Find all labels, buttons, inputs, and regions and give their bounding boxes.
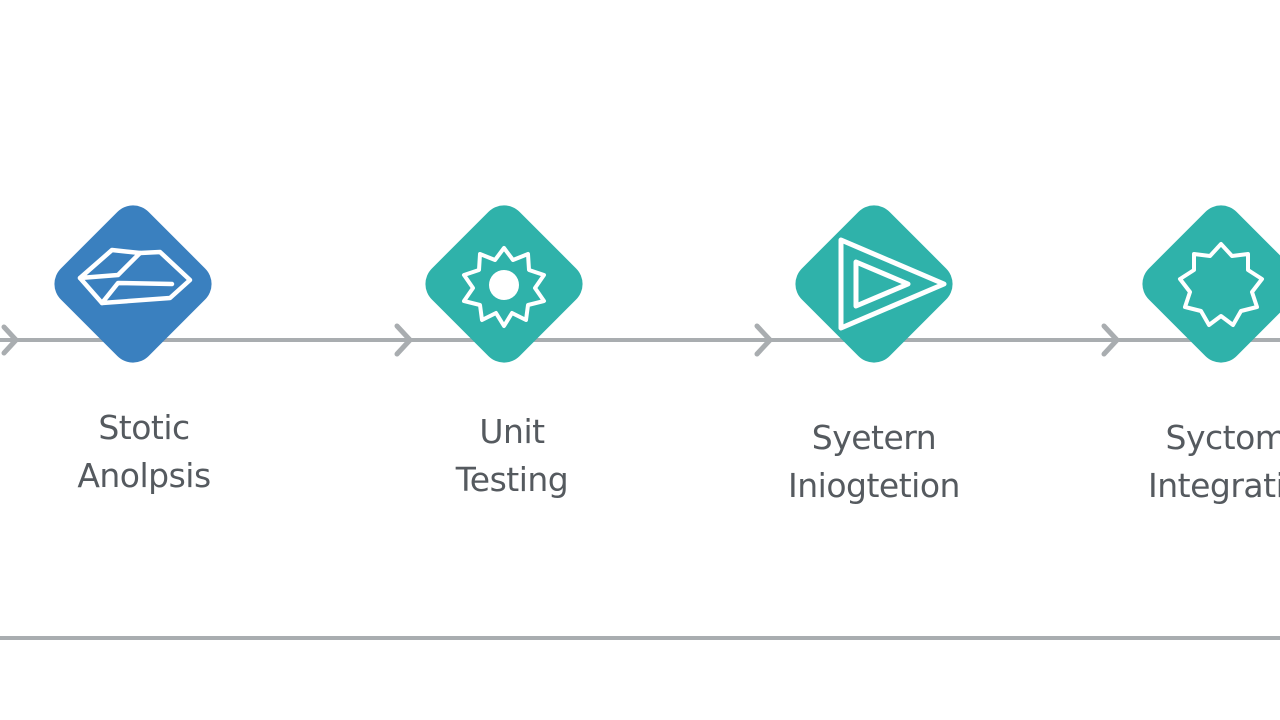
step-3-label-line1: Syetern: [811, 418, 937, 457]
step-1-label-line1: Stotic: [98, 408, 190, 447]
step-1-label-line2: Anolpsis: [77, 456, 211, 495]
arrowhead-1: [1, 324, 19, 356]
arrowhead-4: [1101, 323, 1120, 357]
arrowhead-2: [394, 323, 413, 357]
step-3-node: [795, 205, 953, 363]
step-4-label-line2: Integratio: [1148, 466, 1280, 505]
step-1-node: [54, 205, 212, 363]
folder-cards-icon: [77, 247, 193, 306]
arrowhead-3: [754, 323, 773, 357]
play-triangle-icon: [838, 237, 947, 331]
step-4-node: [1142, 205, 1280, 363]
step-4-label: Syctom Integratio: [1106, 414, 1280, 510]
step-2-node: [425, 205, 583, 363]
step-4-label-line1: Syctom: [1165, 418, 1280, 457]
step-3-label-line2: Iniogtetion: [788, 466, 960, 505]
step-3-label: Syetern Iniogtetion: [754, 414, 994, 510]
badge-burst-icon: [1178, 242, 1264, 327]
gear-icon: [462, 246, 546, 328]
step-1-label: Stotic Anolpsis: [24, 404, 264, 500]
step-2-label-line1: Unit: [479, 412, 545, 451]
step-2-label: Unit Testing: [392, 408, 632, 504]
step-2-label-line2: Testing: [455, 460, 569, 499]
